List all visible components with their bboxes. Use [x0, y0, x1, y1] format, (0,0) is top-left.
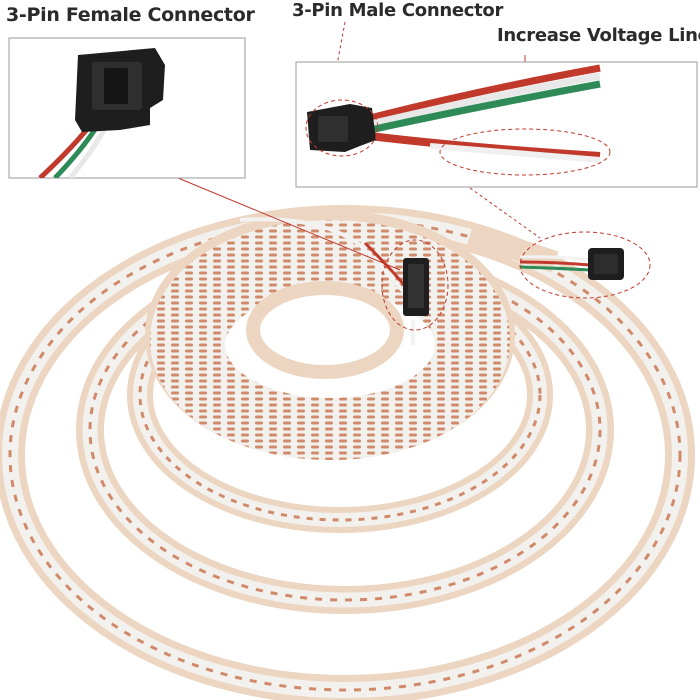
- increase-voltage-line-label: Increase Voltage Line: [497, 25, 700, 46]
- strip-inner-coil: [145, 210, 515, 460]
- callout-line-male: [469, 187, 541, 239]
- callout-line-female: [177, 177, 401, 271]
- callout-ellipse-voltage-inset: [439, 128, 611, 176]
- callout-ellipse-coil-male: [519, 231, 651, 299]
- inset-female-connector: [8, 37, 246, 179]
- callout-ellipse-male-inset: [305, 99, 379, 157]
- male-connector-label: 3-Pin Male Connector: [292, 0, 504, 21]
- callout-ellipse-coil-female: [381, 239, 449, 331]
- coil-male-connector-assembly: [519, 248, 624, 280]
- strip-tail: [466, 224, 559, 273]
- led-strip-coil: [0, 205, 695, 700]
- inset-male-connector: [295, 61, 698, 188]
- female-connector-label: 3-Pin Female Connector: [6, 4, 255, 26]
